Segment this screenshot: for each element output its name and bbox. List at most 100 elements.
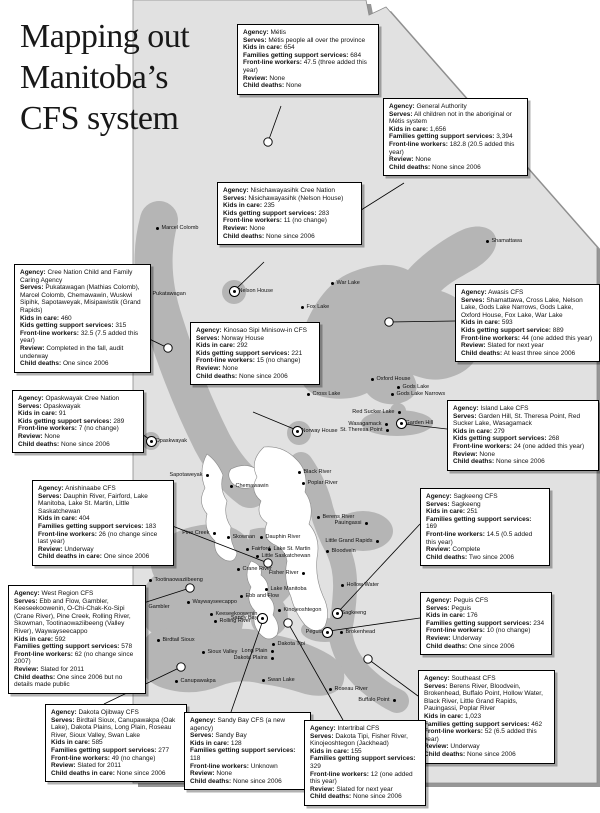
field-label: Families getting support services: [424,720,530,728]
field-label: Serves: [51,716,75,724]
field-value: 404 [78,515,90,523]
place-label: Ebb and Flow [245,593,280,599]
callout-field: Child deaths: At least three since 2006 [461,350,594,358]
callout-field: Serves: Ebb and Flow, Gambler, Keeseekoo… [14,598,140,636]
place-label: Pauingassi [334,520,362,526]
callout-field: Review: Slated for next year [461,342,594,350]
callout-field: Serves: Opaskwayak [18,403,138,411]
field-label: Review: [38,545,63,553]
place-label: Sandy Bay [230,615,258,621]
title-line: CFS system [20,100,179,137]
place-label: Gambler [148,604,170,610]
field-label: Agency: [190,717,216,724]
place-dot [149,439,153,443]
field-value: Sandy Bay CFS (a new agency) [190,717,286,732]
field-label: Kids in care: [14,635,54,643]
place-label: Fisher River [268,570,299,576]
callout-field: Front-line workers: 15 (no change) [196,357,314,365]
place-dot [316,515,320,519]
place-label: Wasagamack [348,421,382,427]
callout-field: Review: Slated for 2011 [14,666,140,674]
field-label: Agency: [51,709,77,716]
place-dot [399,421,403,425]
leader-marker [263,558,273,568]
field-label: Families getting support services: [426,619,532,627]
place-dot [397,410,401,414]
field-label: Child deaths: [14,673,56,681]
callout-field: Families getting support services: 234 [426,620,546,628]
field-label: Families getting support services: [51,746,157,754]
callout-field: Serves: Dakota Tipi, Fisher River, Kinoj… [310,733,420,748]
callout-field: Front-line workers: 62 (no change since … [14,651,140,666]
callout-field: Front-line workers: 32.5 (7.5 added this… [20,330,145,345]
place-label: Marcel Colomb [161,225,199,231]
callout-field: Kids getting support services: 289 [18,418,138,426]
field-label: Families getting support services: [38,522,144,530]
place-label: Poplar River [307,480,338,486]
field-label: Serves: [243,36,267,44]
callout-field: Agency: Anishinaabe CFS [38,485,168,493]
place-label: Garden Hill [405,420,434,426]
callout-field: Front-line workers: 7 (no change) [18,425,138,433]
callout-field: Serves: Dauphin River, Fairford, Lake Ma… [38,493,168,516]
field-value: 26 (no change since last year) [38,530,158,546]
field-value: None [249,224,265,232]
callout-field: Families getting support services: 462 [424,721,549,729]
callout-field: Kids in care: 1,656 [389,126,522,134]
field-value: None since 2006 [431,163,481,171]
field-value: 889 [552,326,564,334]
field-value: 176 [466,612,478,620]
place-dot [390,392,394,396]
callout-field: Front-line workers: Unknown [190,763,305,771]
field-value: Completed in the fall, audit underway [20,344,124,360]
field-value: Underway [64,545,94,553]
place-dot [297,470,301,474]
field-value: 11 (no change) [283,217,327,225]
field-value: 268 [548,435,560,443]
field-value: Dakota Tipi, Fisher River, Kinojeoshtego… [310,732,408,748]
field-label: Child deaths: [389,163,431,171]
leader-line [328,617,421,632]
callout-field: Serves: Pukatawagan (Mathias Colomb), Ma… [20,284,145,314]
place-dot [335,611,339,615]
field-value: 128 [230,739,242,747]
callout-field: Front-line workers: 182.8 (20.5 added th… [389,141,522,156]
field-label: Families getting support services: [426,515,532,523]
field-value: 460 [60,314,72,322]
field-label: Kids getting support services: [196,349,290,357]
place-dot [212,531,216,535]
field-value: 283 [318,209,330,217]
callout-field: Agency: Sagkeeng CFS [426,493,544,501]
field-label: Kids in care: [461,319,501,327]
field-value: Cree Nation Child and Family Caring Agen… [20,269,133,284]
field-label: Front-line workers: [310,770,369,778]
place-label: Waywayseecappo [192,599,237,605]
leader-marker [384,317,394,327]
callout-field: Agency: Kinosao Sipi Minisow-in CFS [196,327,314,335]
field-value: 277 [158,746,170,754]
callout-field: Agency: Island Lake CFS [453,405,593,413]
place-dot [385,428,389,432]
field-value: 329 [310,762,321,770]
callout-field: Kids in care: 235 [223,202,356,210]
field-value: One since 2006 [62,360,109,368]
field-label: Child deaths: [196,372,238,380]
place-dot [270,649,274,653]
callout-field: Kids in care: 292 [196,342,314,350]
callout-field: Front-line workers: 26 (no change since … [38,531,168,546]
place-dot [156,638,160,642]
place-dot [229,484,233,488]
field-label: Agency: [424,675,450,682]
field-value: 592 [54,635,66,643]
field-value: Awasis CFS [488,289,524,296]
place-dot [340,583,344,587]
field-label: Child deaths: [426,553,468,561]
field-value: One since 2006 but no details made publi… [14,673,123,689]
field-value: Garden Hill, St. Theresa Point, Red Suck… [453,412,581,428]
field-value: 585 [91,739,103,747]
field-label: Serves: [223,194,247,202]
field-label: Agency: [223,187,249,194]
